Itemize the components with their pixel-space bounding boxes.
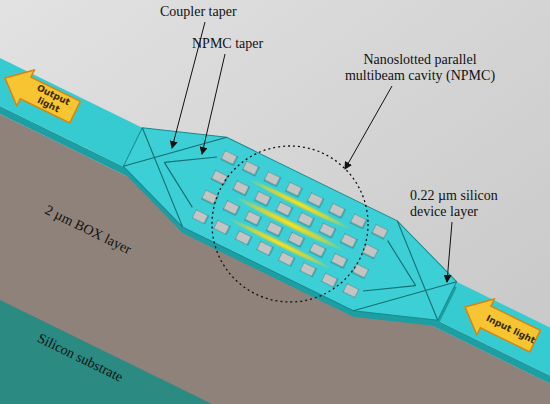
- mode-glow: [246, 176, 353, 233]
- cavity-slab: [111, 102, 469, 346]
- part-label: NPMC taper: [192, 36, 312, 52]
- substrate-face: [0, 300, 212, 404]
- part-label: 0.22 µm silicon device layer: [410, 188, 530, 220]
- silicon-waveguide: [0, 58, 550, 376]
- arrow-body: [456, 289, 544, 359]
- mode-glow: [227, 215, 334, 272]
- slot-holes: [192, 150, 389, 298]
- waveguide-side: [0, 106, 550, 384]
- part-label: Nanoslotted parallel multibeam cavity (N…: [335, 52, 505, 84]
- part-label: Coupler taper: [160, 4, 290, 20]
- leader-line: [447, 222, 452, 282]
- arrow-body: [0, 60, 84, 130]
- cavity-outline: [212, 146, 368, 302]
- npmc-cavity: [108, 102, 471, 352]
- taper-lines: [111, 102, 469, 346]
- leader-line: [345, 86, 392, 169]
- leader-line: [202, 54, 225, 154]
